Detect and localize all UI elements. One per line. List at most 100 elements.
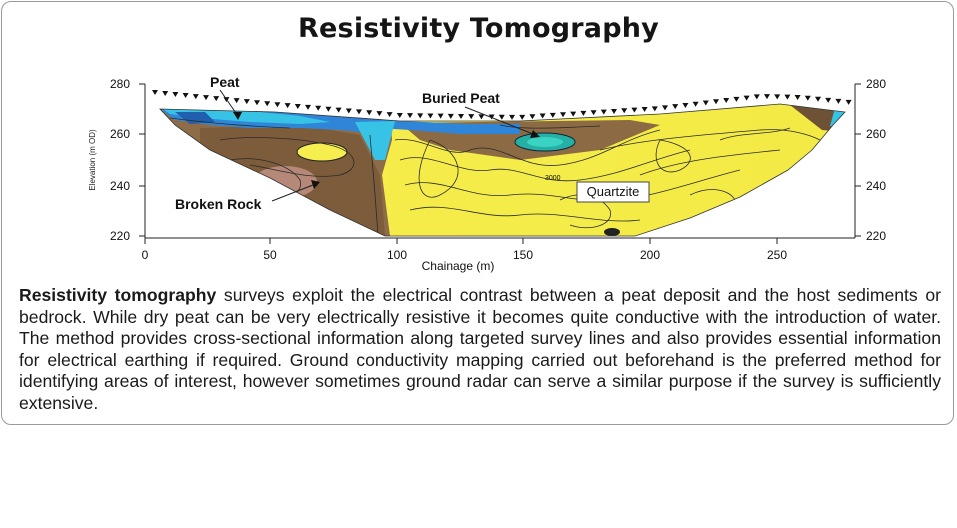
electrode-marker [753,94,760,100]
electrode-marker [447,113,454,119]
electrode-marker [417,113,424,119]
electrode-marker [335,107,342,113]
electrode-marker [284,103,291,109]
description-body: surveys exploit the electrical contrast … [19,285,941,413]
electrode-marker [794,94,801,100]
electrode-marker [519,114,526,120]
electrode-marker [427,113,434,119]
electrode-marker [213,96,220,102]
electrode-marker [458,114,464,120]
y-tick-right-240: 240 [866,179,886,193]
electrode-marker [539,113,546,119]
electrode-marker [570,111,577,117]
electrode-marker [315,105,322,111]
electrode-marker [621,108,628,114]
electrode-marker [549,112,556,118]
electrode-marker [203,95,209,101]
callout-peat: Peat [210,74,240,90]
arrowhead-broken-rock [311,180,320,189]
y-tick-left-280: 280 [110,77,130,91]
electrode-marker [233,98,240,104]
x-tick-50: 50 [263,248,277,262]
y-tick-left-240: 240 [110,179,130,193]
arrowhead-buried-peat [530,130,540,138]
callout-broken-rock: Broken Rock [175,196,262,212]
electrode-marker [498,114,505,120]
electrode-marker [804,95,811,101]
callout-buried-peat: Buried Peat [422,90,500,106]
x-tick-0: 0 [142,248,149,262]
electrode-marker [600,109,607,115]
electrode-marker [774,94,781,100]
electrode-marker [825,97,832,103]
y-tick-left-220: 220 [110,229,130,243]
electrode-marker [560,112,566,118]
resistivity-model [160,104,845,236]
electrode-marker [590,110,597,116]
electrode-marker [356,109,362,115]
x-axis-label: Chainage (m) [422,259,495,273]
electrode-marker [743,95,750,101]
leader-broken-rock [271,184,314,202]
electrode-marker [815,96,821,102]
description-paragraph: Resistivity tomography surveys exploit t… [19,285,941,415]
electrode-marker [713,99,719,105]
electrode-marker [264,101,271,107]
electrode-marker [509,114,515,120]
y-axis-label: Elevation (m OD) [88,129,97,191]
electrode-marker [162,91,169,97]
electrode-marker [407,113,413,119]
electrode-marker [254,100,260,106]
electrode-marker [182,93,189,99]
electrode-marker [468,114,475,120]
electrode-marker [152,90,158,95]
electrode-marker [835,98,842,104]
electrode-marker [651,106,658,112]
electrode-marker [376,111,383,117]
leader-buried-peat [464,106,534,135]
electrode-marker [345,108,352,114]
electrode-marker [529,114,536,120]
x-tick-250: 250 [767,248,787,262]
electrode-marker [274,102,281,108]
y-tick-left-260: 260 [110,127,130,141]
y-tick-right-280: 280 [866,77,886,91]
electrode-marker [580,110,587,116]
electrode-marker [764,94,770,100]
electrode-marker [845,99,852,105]
electrode-marker [396,112,403,118]
electrode-marker [294,104,301,110]
electrode-marker [243,99,250,105]
electrode-markers [152,90,852,120]
x-tick-200: 200 [640,248,660,262]
electrode-marker [192,94,199,100]
electrode-marker [784,94,791,100]
resistivity-section-diagram: 280 260 240 220 280 260 240 220 0 50 100… [88,74,886,273]
page-title: Resistivity Tomography [298,13,659,44]
y-tick-right-220: 220 [866,229,886,243]
callout-quartzite: Quartzite [587,184,640,199]
electrode-marker [325,106,332,112]
electrode-marker [682,102,689,108]
electrode-marker [305,104,311,110]
y-tick-right-260: 260 [866,127,886,141]
quartzite-label-box [576,181,650,203]
electrode-marker [172,92,179,98]
electrode-marker [611,108,617,114]
electrode-marker [631,107,638,113]
x-tick-100: 100 [387,248,407,262]
electrode-marker [672,104,679,110]
section-outline [159,103,846,237]
electrode-marker [386,112,393,118]
electrode-marker [437,113,444,119]
contour-label-3000: 3000 [545,175,561,182]
description-lead: Resistivity tomography [19,285,217,305]
x-tick-150: 150 [513,248,533,262]
electrode-marker [692,101,699,107]
electrode-marker [702,100,709,106]
electrode-marker [641,106,648,112]
electrode-marker [733,96,740,102]
leader-peat [219,89,239,117]
electrode-marker [723,98,730,104]
arrowhead-peat [233,112,242,120]
